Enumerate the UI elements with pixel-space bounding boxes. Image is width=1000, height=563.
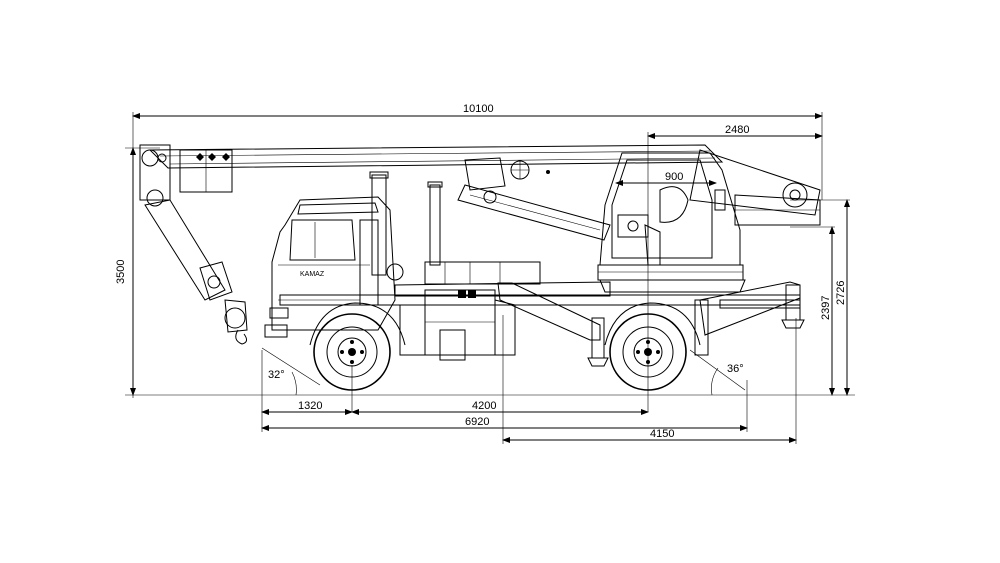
angle-departure: 36° [727,363,744,375]
dim-overall-height: 3500 [115,260,127,284]
dim-outrigger-span: 4150 [650,428,674,440]
crane-boom [139,144,821,345]
svg-text:KAMAZ: KAMAZ [300,271,325,278]
dim-overall-length: 10100 [463,103,494,115]
angle-lines [261,347,746,396]
dim-height-2726: 2726 [835,281,847,305]
truck-cab: KAMAZ [264,171,443,338]
dimension-labels: 10100 2480 900 3500 2397 2726 1320 4200 … [115,103,847,440]
dim-front-overhang: 1320 [298,400,322,412]
front-wheel [309,302,406,391]
dim-rear-overhang: 2480 [725,124,749,136]
dim-chassis-length: 6920 [465,416,489,428]
rear-wheel [604,302,701,391]
dim-cab-width: 900 [665,171,683,183]
dim-height-2397: 2397 [820,296,832,320]
dimension-lines [125,112,855,444]
angle-approach: 32° [268,369,285,381]
dim-wheelbase: 4200 [472,400,496,412]
operator-cab [597,152,746,293]
